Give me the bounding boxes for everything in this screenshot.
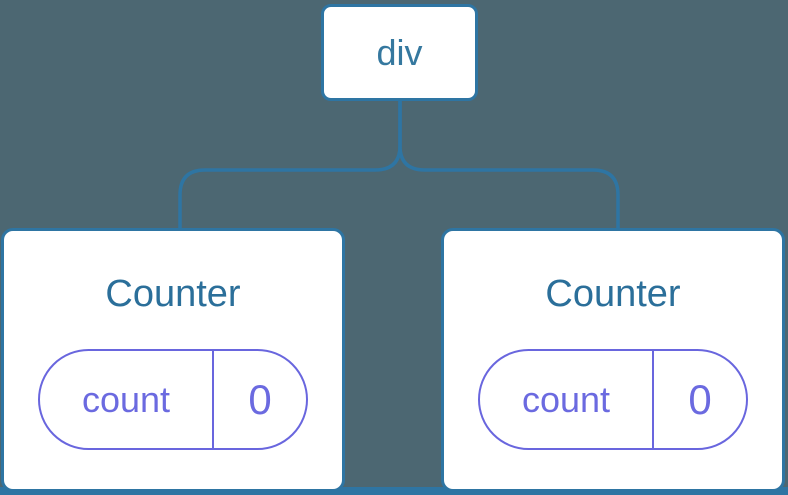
state-key: count — [40, 351, 214, 448]
state-value: 0 — [688, 375, 712, 423]
state-key: count — [480, 351, 654, 448]
state-pill: count 0 — [38, 349, 308, 450]
connector-root-to-left-child — [178, 100, 402, 230]
component-title: Counter — [545, 273, 681, 315]
component-node-counter-left: Counter count 0 — [1, 228, 345, 492]
bottom-edge-bar — [0, 487, 788, 495]
state-value: 0 — [248, 375, 272, 423]
component-title: Counter — [105, 273, 241, 315]
root-node-div: div — [321, 4, 478, 101]
connector-root-to-right-child — [398, 100, 620, 230]
root-node-label: div — [376, 31, 423, 73]
state-pill: count 0 — [478, 349, 748, 450]
component-node-counter-right: Counter count 0 — [441, 228, 785, 492]
